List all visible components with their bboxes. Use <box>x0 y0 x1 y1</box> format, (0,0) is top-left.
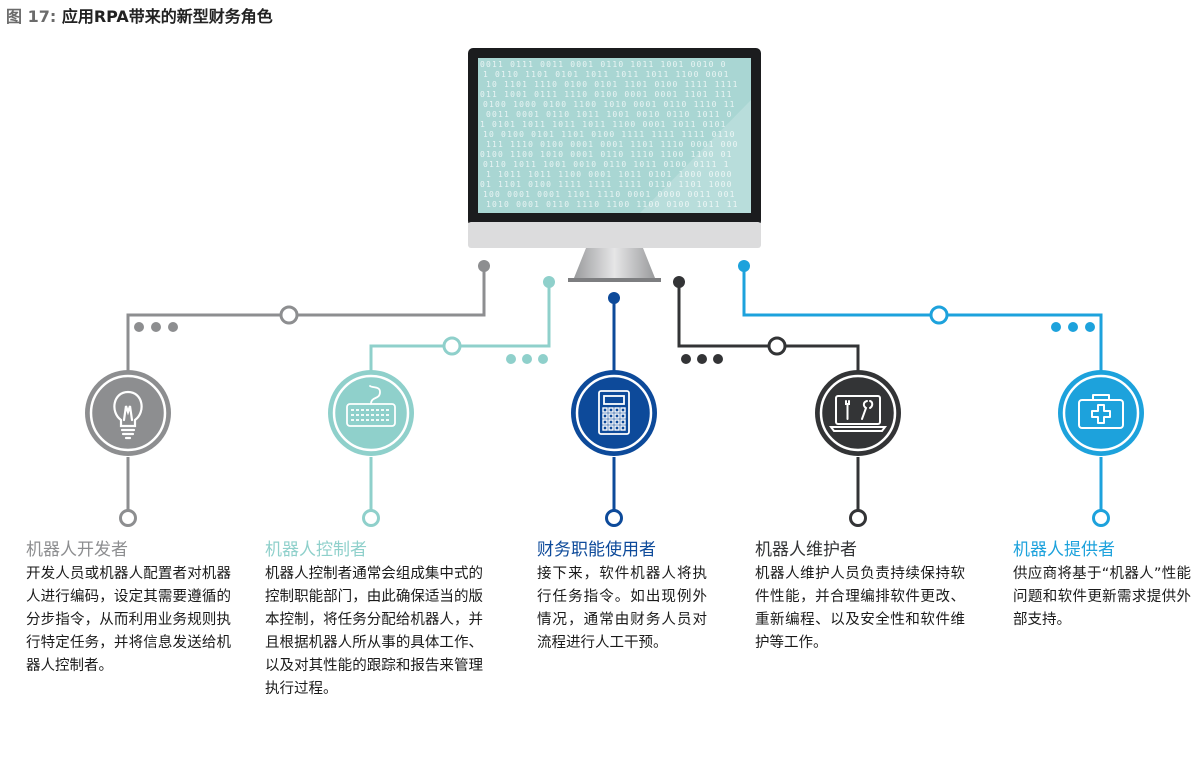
role-user-desc: 接下来，软件机器人将执行任务指令。如出现例外情况，通常由财务人员对流程进行人工干… <box>537 566 707 651</box>
calculator-icon <box>598 390 630 435</box>
svg-text:011 1001 0111 1110 0100 0001 0: 011 1001 0111 1110 0100 0001 0001 1101 1… <box>480 90 733 99</box>
role-maintainer: 机器人维护者 机器人维护人员负责持续保持软件性能，并合理编排软件更改、重新编程、… <box>755 537 965 655</box>
medical-kit-icon <box>1078 394 1124 429</box>
monitor-screen <box>478 58 751 213</box>
maintainer-node <box>815 370 901 456</box>
role-user-title: 财务职能使用者 <box>537 540 656 560</box>
role-provider: 机器人提供者 供应商将基于“机器人”性能问题和软件更新需求提供外部支持。 <box>1013 537 1191 632</box>
svg-text:0110 1011 1001 0010 0110 1011: 0110 1011 1001 0010 0110 1011 0100 0111 … <box>483 160 730 169</box>
developer-node <box>85 370 171 456</box>
role-provider-desc: 供应商将基于“机器人”性能问题和软件更新需求提供外部支持。 <box>1013 566 1191 628</box>
keyboard-icon <box>346 385 396 427</box>
role-controller: 机器人控制者 机器人控制者通常会组成集中式的控制职能部门，由此确保适当的版本控制… <box>265 537 483 701</box>
figure-title-text: 应用RPA带来的新型财务角色 <box>61 7 273 26</box>
figure-label: 图 17: <box>6 7 57 26</box>
svg-text:1010 0001 0110 1110 1100 1100: 1010 0001 0110 1110 1100 1100 0100 1011 … <box>486 200 739 209</box>
lightbulb-icon <box>113 390 143 440</box>
role-maintainer-title: 机器人维护者 <box>755 540 857 560</box>
role-user: 财务职能使用者 接下来，软件机器人将执行任务指令。如出现例外情况，通常由财务人员… <box>537 537 707 655</box>
role-maintainer-desc: 机器人维护人员负责持续保持软件性能，并合理编排软件更改、重新编程、以及安全性和软… <box>755 566 965 651</box>
role-developer-desc: 开发人员或机器人配置者对机器人进行编码，设定其需要遵循的分步指令，从而利用业务规… <box>26 566 231 674</box>
developer-connector <box>126 266 486 511</box>
controller-node <box>328 370 414 456</box>
svg-text:100 0001 0001 1101 1110 0001 0: 100 0001 0001 1101 1110 0001 0000 0011 0… <box>483 190 736 199</box>
svg-text:1 1011 1011 1100 0001 1011 010: 1 1011 1011 1100 0001 1011 0101 1000 000… <box>486 170 733 179</box>
role-controller-desc: 机器人控制者通常会组成集中式的控制职能部门，由此确保适当的版本控制，将任务分配给… <box>265 566 483 697</box>
svg-text:1 0110 1101 0101 1011 1011 101: 1 0110 1101 0101 1011 1011 1011 1100 000… <box>483 70 730 79</box>
role-developer-title: 机器人开发者 <box>26 540 128 560</box>
monitor-stand <box>574 248 655 278</box>
svg-text:0100 1100 1010 0001 0110 1110: 0100 1100 1010 0001 0110 1110 1100 1100 … <box>480 150 733 159</box>
svg-text:0011 0001 0110 1011 1001 0010: 0011 0001 0110 1011 1001 0010 0110 1011 … <box>486 110 733 119</box>
binary-code-pattern: 0011 0111 0011 0001 0110 1011 1001 0010 … <box>480 60 739 209</box>
role-provider-title: 机器人提供者 <box>1013 540 1115 560</box>
figure-title: 图 17: 应用RPA带来的新型财务角色 <box>6 3 273 27</box>
laptop-tools-icon <box>829 395 887 432</box>
monitor-icon: 0011 0111 0011 0001 0110 1011 1001 0010 … <box>468 48 761 282</box>
user-node <box>571 370 657 456</box>
svg-text:0011 0111 0011 0001 0110 1011: 0011 0111 0011 0001 0110 1011 1001 0010 … <box>480 60 727 69</box>
svg-text:10 1101 1110 0100 0101 1101 01: 10 1101 1110 0100 0101 1101 0100 1111 11… <box>486 80 739 89</box>
svg-text:01 1101 0100 1111 1111 1111 01: 01 1101 0100 1111 1111 1111 0110 1101 10… <box>480 180 733 189</box>
provider-node <box>1058 370 1144 456</box>
svg-text:0100 1000 0100 1100 1010 0001: 0100 1000 0100 1100 1010 0001 0110 1110 … <box>483 100 736 109</box>
svg-text:111 1110 0100 0001 0001 1101 1: 111 1110 0100 0001 0001 1101 1110 0001 0… <box>486 140 739 149</box>
svg-text:10 0100 0101 1101 0100 1111 11: 10 0100 0101 1101 0100 1111 1111 1111 01… <box>483 130 736 139</box>
svg-text:1 0101 1011 1011 1011 1100 000: 1 0101 1011 1011 1011 1100 0001 1011 010… <box>480 120 727 129</box>
role-developer: 机器人开发者 开发人员或机器人配置者对机器人进行编码，设定其需要遵循的分步指令，… <box>26 537 231 678</box>
provider-connector <box>742 266 1103 511</box>
role-controller-title: 机器人控制者 <box>265 540 367 560</box>
